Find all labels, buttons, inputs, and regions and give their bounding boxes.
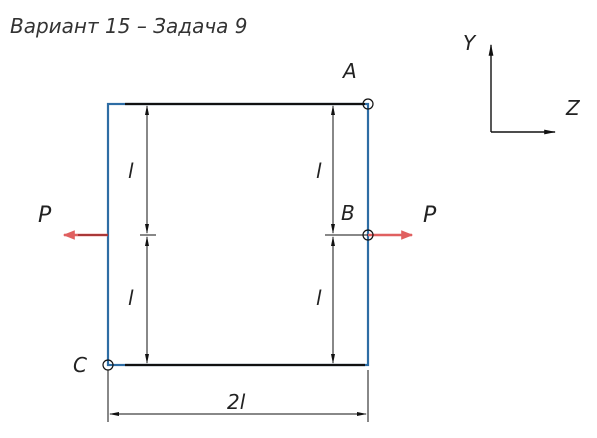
point-a-label: A — [341, 59, 357, 83]
right-dimensions: l l — [316, 105, 368, 364]
bottom-dimension: 2l — [107, 370, 369, 422]
y-axis-label: Y — [463, 31, 477, 55]
axes-indicator: Y Z — [463, 31, 581, 135]
left-force: P — [38, 203, 108, 240]
point-a-marker — [362, 98, 374, 110]
point-c-label: C — [73, 353, 87, 377]
page-title: Вариант 15 – Задача 9 — [10, 14, 248, 38]
points: A B C — [73, 59, 374, 377]
right-dim-lower-label: l — [316, 286, 322, 310]
point-b-label: B — [341, 201, 355, 225]
right-dim-upper-label: l — [316, 159, 322, 183]
left-dim-lower-label: l — [128, 286, 134, 310]
right-force-label: P — [423, 203, 437, 228]
bottom-dim-label: 2l — [227, 390, 246, 414]
point-b-marker — [362, 229, 374, 241]
left-dimensions: l l — [128, 105, 156, 364]
z-axis-label: Z — [565, 96, 581, 120]
left-force-label: P — [38, 203, 52, 228]
right-force: P — [368, 203, 437, 240]
left-dim-upper-label: l — [128, 159, 134, 183]
